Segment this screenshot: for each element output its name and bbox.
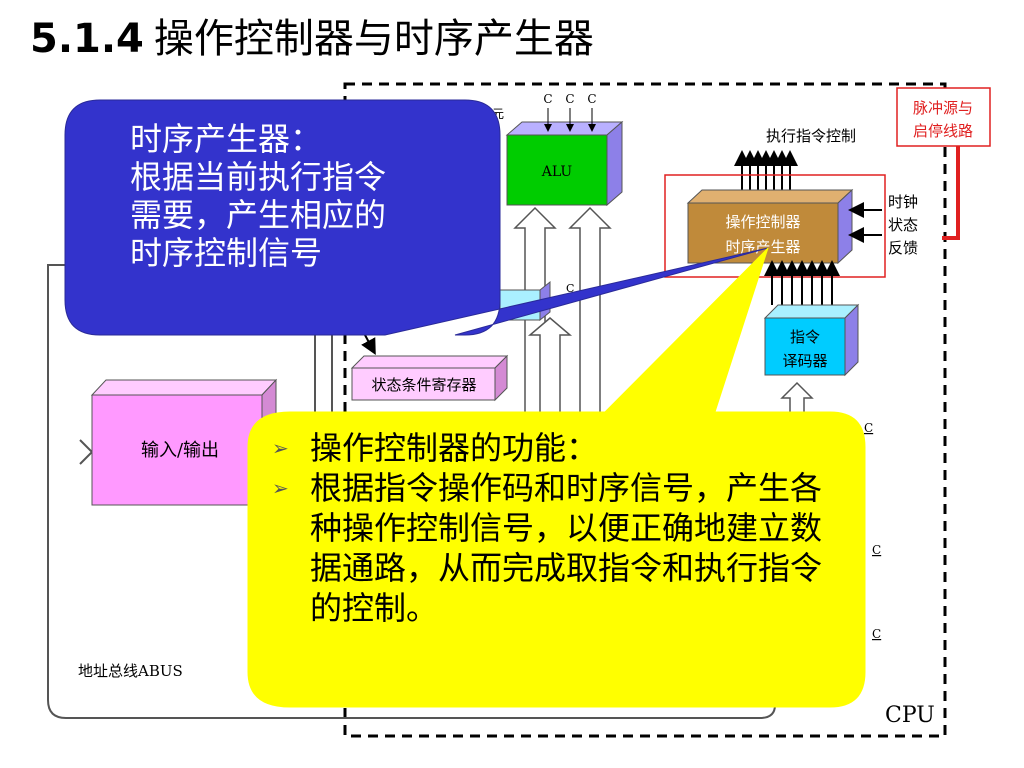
pulse-line [942,146,960,240]
c-label: C [543,92,552,106]
timing-callout-line: 根据当前执行指令 [130,158,387,196]
status-register-block [351,367,496,401]
slide-title: 5.1.4 操作控制器与时序产生器 [30,6,594,64]
pulse-label-2: 启停线路 [913,122,973,140]
abus-label: 地址总线ABUS [78,662,183,680]
decoder-block [764,317,846,376]
decoder-output-arrows [764,260,840,305]
timing-callout-text: 时序产生器： 根据当前执行指令 需要，产生相应的 时序控制信号 [130,120,386,272]
pulse-label-1: 脉冲源与 [913,99,973,117]
alu-label: ALU [541,164,573,180]
timing-callout-line: 时序控制信号 [130,234,323,272]
timing-callout-bubble [64,99,769,336]
title-number: 5.1.4 [30,16,144,62]
address-bus-line [47,264,776,719]
title-text: 操作控制器与时序产生器 [153,16,594,62]
controller-callout-bubble [247,247,866,708]
decoder-label-2: 译码器 [782,352,827,370]
io-arrow [79,439,94,465]
decoder-label-1: 指令 [790,328,820,346]
state-label: 状态 [888,216,918,234]
data-path-arrow [527,317,573,420]
pulse-source-block [896,87,991,147]
controller-label-2: 时序产生器 [725,238,800,256]
c-label: C [864,421,873,435]
exec-control-label: 执行指令控制 [766,127,856,145]
bullet-item: ➢ 根据指令操作码和时序信号，产生各种操作控制信号，以便正确地建立数据通路，从而… [272,468,832,628]
controller-label-1: 操作控制器 [725,213,800,231]
alu-block [506,134,608,206]
c-label: C [565,92,574,106]
c-label: C [566,282,574,295]
controller-frame [664,174,886,278]
c-label: C [872,543,881,557]
c-label: C [872,627,881,641]
feedback-label: 反馈 [888,239,918,257]
status-register-label: 状态条件寄存器 [371,376,476,394]
timing-callout-title: 时序产生器： [130,120,323,158]
bullet-arrow-icon: ➢ [272,436,289,460]
clock-label: 时钟 [888,193,918,211]
cpu-label: CPU [885,703,935,728]
bullet-item: ➢ 操作控制器的功能： [272,428,832,468]
timing-callout-line: 需要，产生相应的 [130,196,387,234]
c-label: C [587,92,596,106]
cpu-border [343,82,947,738]
io-label: 输入/输出 [141,440,219,461]
bullet-arrow-icon: ➢ [272,476,289,500]
bullet-text: 操作控制器的功能： [310,429,599,467]
controller-callout-text: ➢ 操作控制器的功能： ➢ 根据指令操作码和时序信号，产生各种操作控制信号，以便… [272,428,832,628]
bullet-text: 根据指令操作码和时序信号，产生各种操作控制信号，以便正确地建立数据通路，从而完成… [310,469,823,627]
data-path-arrow [568,206,612,420]
